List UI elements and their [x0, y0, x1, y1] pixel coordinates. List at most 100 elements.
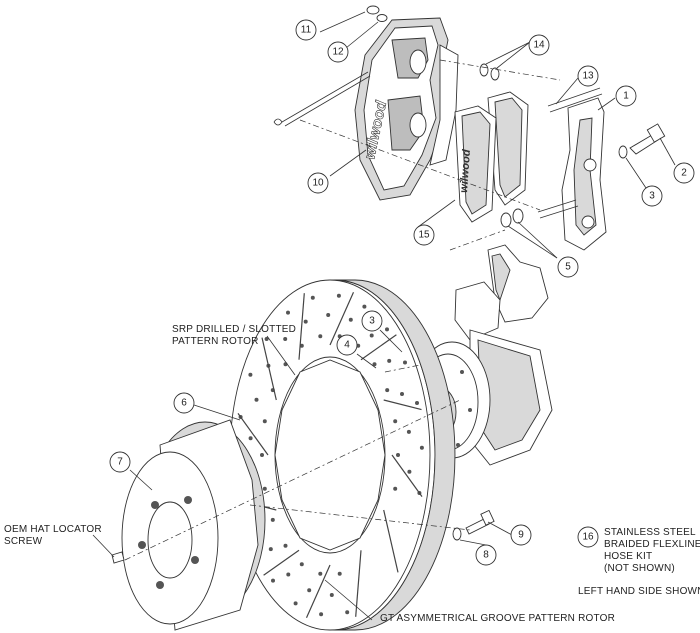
rotor-drill-hole	[283, 543, 288, 548]
rotor-slot	[305, 564, 331, 619]
svg-text:6: 6	[181, 398, 187, 409]
rotor-drill-hole	[303, 319, 308, 324]
callout-3-lower: 3	[361, 310, 383, 332]
rotor-drill-hole	[286, 310, 290, 315]
rotor-slot	[261, 337, 277, 401]
svg-text:8: 8	[483, 550, 489, 561]
svg-text:4: 4	[344, 340, 350, 351]
callout-5: 5	[557, 256, 579, 278]
callout-2: 2	[673, 162, 695, 184]
rotor-drill-hole	[310, 295, 315, 300]
rotor-slot	[329, 291, 355, 346]
hat-bolt	[452, 509, 495, 541]
rotor-drill-hole	[268, 547, 273, 552]
svg-text:2: 2	[681, 168, 687, 179]
svg-text:13: 13	[582, 71, 594, 82]
label-left-hand-side: LEFT HAND SIDE SHOWN	[578, 586, 700, 597]
rotor-drill-hole	[299, 343, 304, 348]
shim-washers	[479, 63, 500, 81]
callout-16: 16	[577, 526, 599, 548]
svg-text:15: 15	[418, 230, 430, 241]
rotor-slot	[391, 454, 423, 497]
rotor-drill-hole	[248, 436, 253, 441]
svg-text:3: 3	[369, 316, 375, 327]
rotor-drill-hole	[329, 593, 334, 597]
rotor-drill-hole	[345, 610, 350, 615]
caliper-pin	[273, 71, 371, 127]
rotor-drill-hole	[260, 453, 264, 457]
rotor-drill-hole	[419, 445, 424, 450]
rotor-drill-hole	[318, 334, 323, 339]
rotor-drill-hole	[385, 327, 389, 332]
caliper: wilwood	[354, 17, 459, 201]
callout-9: 9	[510, 524, 532, 546]
assembly-axes	[124, 59, 561, 561]
rotor-slot	[237, 413, 269, 456]
bleeder-screw	[366, 5, 388, 22]
rotor-drill-hole	[319, 612, 324, 617]
shims-5	[500, 208, 524, 228]
svg-text:14: 14	[533, 40, 545, 51]
rotor-drill-hole	[270, 517, 275, 522]
rotor-drill-hole	[415, 401, 419, 405]
rotor-drill-hole	[326, 313, 331, 317]
rotor-drill-hole	[387, 358, 392, 363]
rotor-slot	[263, 549, 300, 576]
rotor-drill-hole	[254, 397, 259, 402]
rotor-drill-hole	[403, 360, 407, 365]
label-gt-rotor: GT ASYMMETRICAL GROOVE PATTERN ROTOR	[380, 613, 616, 624]
svg-text:16: 16	[582, 532, 594, 543]
callout-3-upper: 3	[641, 185, 663, 207]
rotor-drill-hole	[283, 337, 288, 341]
rotor-drill-hole	[348, 317, 353, 322]
svg-text:12: 12	[332, 47, 344, 58]
rotor-drill-hole	[262, 486, 267, 491]
svg-text:7: 7	[117, 457, 123, 468]
label-oem-hat-line2: SCREW	[4, 536, 43, 547]
rotor-drill-hole	[271, 578, 275, 583]
rotor-drill-hole	[299, 562, 304, 567]
rotor-drill-hole	[264, 337, 269, 341]
rotor-drill-hole	[393, 419, 398, 424]
rotor-drill-hole	[396, 453, 400, 457]
rotor-drill-hole	[262, 419, 267, 424]
rotor-drill-hole	[393, 486, 398, 491]
callout-6: 6	[173, 392, 195, 414]
rotor-slot	[298, 293, 305, 360]
rotor-drill-hole	[248, 372, 253, 377]
rotor-drill-hole	[372, 362, 377, 367]
label-hose-line2: BRAIDED FLEXLINE	[604, 539, 700, 550]
label-srp-rotor-line1: SRP DRILLED / SLOTTED	[172, 324, 297, 335]
label-hose-line4: (NOT SHOWN)	[604, 563, 675, 574]
rotor-slot	[360, 334, 397, 361]
rotor-drill-hole	[336, 293, 341, 298]
label-hose-line1: STAINLESS STEEL	[604, 527, 696, 538]
rotor-drill-hole	[337, 571, 342, 576]
callout-7: 7	[109, 451, 131, 473]
callout-13: 13	[577, 65, 599, 87]
bracket-studs	[537, 87, 603, 219]
brake-rotor	[229, 279, 456, 631]
pad-logo: wilwood	[458, 149, 473, 193]
rotor-hat	[121, 419, 266, 631]
label-oem-hat-line1: OEM HAT LOCATOR	[4, 524, 102, 535]
caliper-bracket	[561, 97, 607, 251]
svg-text:5: 5	[565, 262, 571, 273]
rotor-drill-hole	[362, 304, 367, 309]
svg-text:11: 11	[301, 25, 312, 36]
washer-upper	[618, 145, 628, 159]
brake-pads: wilwood	[454, 91, 529, 223]
rotor-drill-hole	[385, 388, 390, 393]
rotor-drill-hole	[400, 392, 404, 396]
callout-10: 10	[307, 172, 329, 194]
svg-text:10: 10	[312, 178, 324, 189]
callout-1: 1	[615, 85, 637, 107]
leader-lines	[92, 11, 676, 621]
callout-12: 12	[327, 41, 349, 63]
rotor-drill-hole	[293, 601, 298, 606]
rotor-drill-hole	[369, 333, 374, 338]
callout-15: 15	[413, 224, 435, 246]
label-srp-rotor-line2: PATTERN ROTOR	[172, 336, 259, 347]
rotor-slot	[355, 550, 362, 617]
